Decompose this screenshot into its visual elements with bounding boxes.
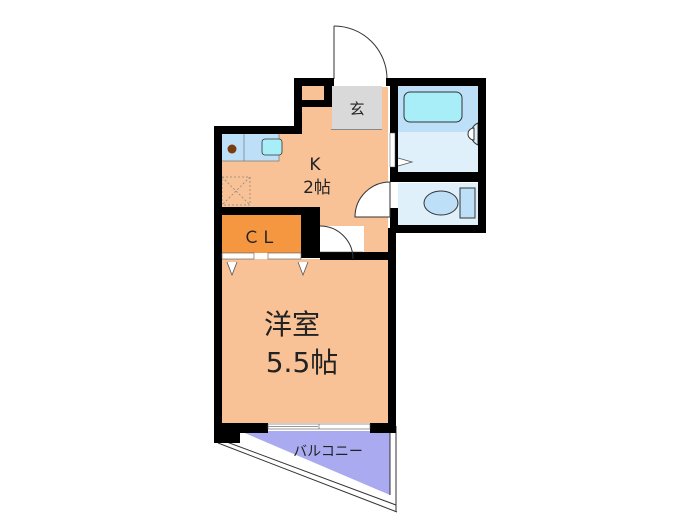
kitchen-label-k: K	[309, 155, 321, 175]
room-door-icon	[319, 225, 364, 260]
toilet-bowl-icon	[423, 190, 459, 216]
western-room-floor	[220, 259, 390, 423]
walls	[214, 78, 486, 443]
western-room-size: 5.5帖	[266, 346, 339, 379]
western-room-label: 洋室	[264, 308, 320, 341]
kitchen-label-size: 2帖	[303, 178, 331, 198]
genkan-floor	[332, 86, 382, 130]
toilet-door-icon	[354, 181, 391, 218]
balcony-floor	[240, 431, 390, 495]
bathtub-icon	[403, 91, 463, 123]
closet-label: ＣＬ	[243, 228, 277, 248]
stove-burner-icon	[227, 144, 237, 154]
entrance-door-icon	[333, 25, 388, 80]
genkan-label: 玄	[349, 100, 364, 118]
shoe-storage	[302, 86, 324, 100]
closet-floor	[221, 215, 301, 253]
balcony-label: バルコニー	[293, 444, 363, 460]
toilet-tank-icon	[459, 187, 476, 219]
sink-icon	[261, 138, 283, 156]
